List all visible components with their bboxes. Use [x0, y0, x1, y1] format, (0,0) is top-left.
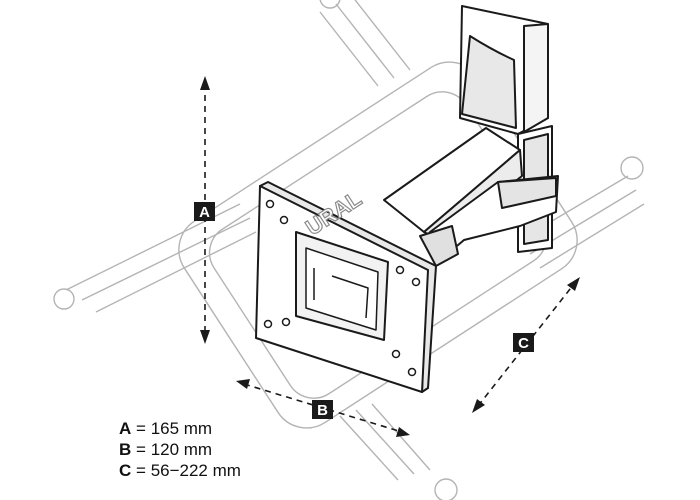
- watermark-line: [335, 3, 395, 79]
- dimension-b-arrow-left: [236, 379, 250, 389]
- dimension-a-arrow-bottom: [200, 330, 210, 344]
- watermark-line: [371, 403, 431, 471]
- legend-row-b: B = 120 mm: [119, 439, 241, 460]
- watermark-line: [339, 415, 399, 481]
- dimension-c-badge: [513, 333, 534, 352]
- vesa-plate: [255, 181, 437, 393]
- legend-value: 165 mm: [150, 419, 213, 438]
- vesa-plate-window-inner: [305, 247, 379, 331]
- mount-hole: [265, 199, 275, 209]
- dimension-b-arrow-right: [396, 427, 410, 437]
- dimension-a-badge: [194, 202, 215, 221]
- watermark-line: [539, 203, 645, 269]
- mount-hole: [391, 349, 401, 359]
- dimension-b: B: [236, 379, 410, 437]
- legend-row-c: C = 56−222 mm: [119, 460, 241, 481]
- dimension-b-label: B: [317, 402, 328, 419]
- watermark-circle: [620, 156, 644, 180]
- dimension-c-arrow-top: [567, 277, 580, 291]
- legend-key: C: [119, 461, 132, 480]
- legend-equals: =: [136, 461, 146, 480]
- mount-hole: [281, 317, 291, 327]
- dimension-a-label: A: [199, 204, 210, 221]
- dimension-a: A: [194, 76, 215, 344]
- mount-hole: [407, 367, 417, 377]
- mount-arm: [383, 127, 559, 267]
- watermark-line: [81, 217, 251, 301]
- dimensions-legend: A = 165 mm B = 120 mm C = 56−222 mm: [119, 418, 241, 481]
- dimension-c-label: C: [518, 335, 529, 352]
- dimension-a-arrow-top: [200, 76, 210, 90]
- watermark-circle: [53, 288, 75, 310]
- legend-key: B: [119, 440, 132, 459]
- wall-plate-shade: [461, 35, 517, 129]
- mount-hole: [279, 215, 289, 225]
- mount-hole: [411, 277, 421, 287]
- legend-value: 56−222 mm: [150, 461, 241, 480]
- legend-equals: =: [136, 440, 146, 459]
- watermark-line: [319, 11, 379, 87]
- watermark: [53, 0, 645, 500]
- watermark-line: [95, 231, 257, 313]
- watermark-circle: [319, 0, 341, 9]
- vesa-plate-holes: [263, 199, 421, 377]
- mount-hole: [263, 319, 273, 329]
- dimension-b-badge: [312, 400, 333, 419]
- dimension-c-arrow-bottom: [472, 399, 485, 413]
- legend-key: A: [119, 419, 132, 438]
- legend-value: 120 mm: [150, 440, 213, 459]
- legend-equals: =: [136, 419, 146, 438]
- watermark-line: [355, 409, 415, 475]
- wall-plate-side: [523, 23, 549, 133]
- arm-hinge: [419, 225, 459, 267]
- watermark-line: [354, 0, 411, 71]
- legend-row-a: A = 165 mm: [119, 418, 241, 439]
- mount-hole: [395, 265, 405, 275]
- vesa-plate-window-slot: [313, 268, 369, 319]
- watermark-circle: [434, 478, 458, 500]
- arm-lower-shade: [497, 177, 557, 209]
- dimension-c: C: [472, 277, 580, 413]
